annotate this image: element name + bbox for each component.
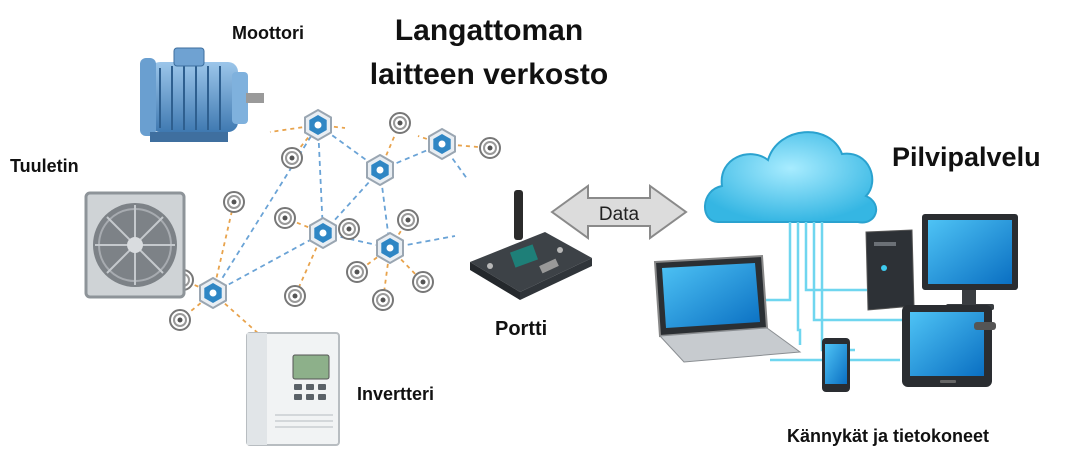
inverter-icon xyxy=(246,332,340,446)
devices-label: Kännykät ja tietokoneet xyxy=(787,426,989,446)
network-node-icon xyxy=(309,217,337,249)
sensor-icon xyxy=(223,191,245,213)
sensor-icon xyxy=(281,147,303,169)
sensor-icon xyxy=(412,271,434,293)
sensor-icon xyxy=(397,209,419,231)
network-node-icon xyxy=(376,232,404,264)
diagram-title-line1: Langattoman xyxy=(395,14,583,47)
sensor-icon xyxy=(479,137,501,159)
cloud-label: Pilvipalvelu xyxy=(892,142,1041,172)
motor-icon xyxy=(140,47,264,142)
laptop-icon xyxy=(653,254,802,363)
sensor-icon xyxy=(274,207,296,229)
data-arrow xyxy=(550,184,688,240)
gateway-label: Portti xyxy=(495,318,547,340)
gateway-icon xyxy=(470,190,592,300)
phone-icon xyxy=(822,338,850,392)
sensor-icon xyxy=(284,285,306,307)
sensor-icon xyxy=(372,289,394,311)
desktop-icon xyxy=(865,229,915,311)
motor-label: Moottori xyxy=(232,23,304,43)
inverter-label: Invertteri xyxy=(357,384,434,404)
sensor-icon xyxy=(389,112,411,134)
tablet-icon xyxy=(902,305,996,387)
fan-icon xyxy=(84,191,186,299)
network-node-icon xyxy=(199,277,227,309)
network-node-icon xyxy=(428,128,456,160)
cloud-icon xyxy=(704,131,878,224)
data-arrow-label: Data xyxy=(599,204,640,225)
network-node-icon xyxy=(366,154,394,186)
diagram-title-line2: laitteen verkosto xyxy=(370,58,608,91)
network-node-icon xyxy=(304,109,332,141)
sensor-icon xyxy=(338,218,360,240)
fan-label: Tuuletin xyxy=(10,156,79,176)
sensor-icon xyxy=(169,309,191,331)
monitor-icon xyxy=(922,214,1018,310)
sensor-icon xyxy=(346,261,368,283)
